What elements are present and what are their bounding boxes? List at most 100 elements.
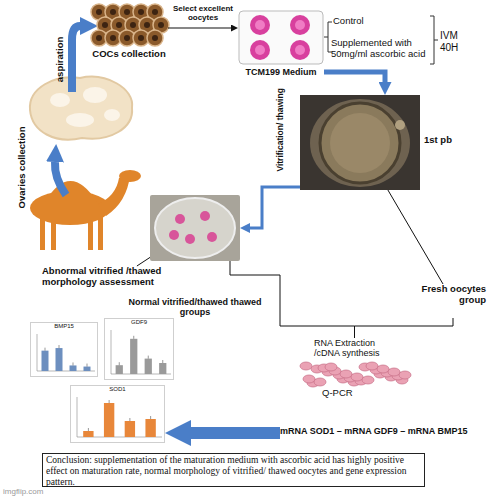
culture-plate-art: [238, 10, 324, 65]
bar-chart-art-part: [129, 418, 130, 421]
node-text: GDF9: [104, 319, 174, 326]
node-text: SOD1: [70, 386, 165, 393]
cocs-image-art-part: [152, 9, 158, 15]
bar-chart-art-part: [133, 336, 134, 339]
oocyte-image-art-part: [395, 120, 405, 130]
oocyte-image-art-part: [300, 95, 420, 190]
aspiration-arrow: [72, 26, 80, 92]
bar-chart-art-part: [42, 351, 49, 371]
bar-chart-art-part: [145, 359, 152, 374]
bar-chart-art-part: [150, 416, 151, 419]
cocs-image-art: [90, 4, 168, 48]
bar-chart-art-part: [73, 362, 74, 365]
bar-chart-art: [30, 322, 98, 377]
rna-step-art-part: [303, 375, 315, 383]
bar-chart-art-part: [119, 362, 120, 365]
connector-arrow: [324, 72, 385, 82]
edge-label: Vitrification/ thawing: [276, 78, 286, 182]
culture-plate-art-part: [290, 40, 310, 60]
ovary-follicle: [83, 87, 107, 103]
node-text: Conclusion: supplementation of the matur…: [46, 455, 421, 488]
node-text: Abnormal vitrified /thawed morphology as…: [42, 266, 192, 288]
label-box: Fresh oocytes group: [420, 284, 486, 318]
cocs-image-art-part: [96, 9, 102, 15]
bar-chart-art-part: [77, 397, 162, 437]
cocs-image-art-part: [152, 35, 158, 41]
cocs-image-art-part: [102, 22, 108, 28]
rna-step-art-part: [362, 376, 374, 384]
annotation-label: aspiration: [55, 30, 66, 90]
annotation-label: Ovaries collection: [17, 118, 28, 218]
ovary-tissue: [30, 77, 132, 140]
oocyte-image: 1st pb: [300, 95, 420, 190]
rna-step-art-part: [325, 363, 337, 371]
bar-chart: GDF9: [104, 318, 174, 380]
bar-chart-art-part: [145, 419, 155, 437]
bar-chart-art-part: [159, 363, 166, 374]
rna-step-art: [300, 362, 410, 386]
connector-arrow: [250, 187, 300, 228]
rna-step: RNA Extraction /cDNA synthesisQ-PCR: [292, 338, 417, 404]
bar-chart-art-part: [109, 400, 110, 403]
petri-dish-art-part: [155, 198, 235, 258]
connector-line: [230, 261, 355, 338]
oocyte-image-art-part: [330, 113, 390, 173]
cocs-image-art-part: [138, 9, 144, 15]
bar-chart-art-part: [84, 367, 91, 371]
connector-line: [137, 257, 150, 266]
culture-plate-art-part: [295, 20, 305, 30]
cocs-image-art-part: [124, 9, 130, 15]
rna-step-art-part: [366, 362, 378, 370]
cocs-image-art-part: [96, 35, 102, 41]
bar-chart-art-part: [104, 403, 114, 437]
bar-chart-art-part: [125, 421, 135, 437]
cocs-image-art-part: [144, 22, 150, 28]
node-text: Normal vitrified/thawed thawed groups: [125, 297, 265, 318]
cocs-image-art-part: [124, 35, 130, 41]
rna-step-art-part: [388, 368, 400, 376]
cocs-image-art-part: [158, 22, 164, 28]
bar-chart-art-part: [116, 365, 123, 374]
bar-chart-art-part: [105, 319, 174, 380]
bar-chart-art-part: [87, 364, 88, 367]
camel-hump: [45, 181, 97, 202]
bar-chart: SOD1: [70, 385, 165, 443]
ovary-follicle: [66, 113, 94, 127]
connector-line: [355, 318, 454, 338]
ovary-follicle: [50, 93, 70, 107]
camel-leg: [40, 214, 45, 250]
connector-line: [388, 190, 443, 284]
petri-dish-art: [150, 195, 240, 261]
camel-head: [119, 170, 141, 182]
node-text: mRNA SOD1 – mRNA GDF9 – mRNA BMP15: [280, 426, 490, 436]
rna-step-art-part: [351, 373, 363, 381]
culture-plate-art-part: [295, 45, 305, 55]
culture-plate-art-part: [239, 11, 323, 64]
petri-dish-art-part: [175, 214, 185, 224]
bar-chart-art-part: [71, 386, 165, 443]
petri-dish-art-part: [150, 195, 240, 261]
camel-leg: [51, 214, 56, 250]
gene-list: mRNA SOD1 – mRNA GDF9 – mRNA BMP15: [280, 426, 490, 440]
culture-plate-art-part: [250, 40, 270, 60]
rna-step-art-part: [399, 371, 411, 379]
bar-chart-art-part: [56, 348, 63, 371]
camel-illustration: [30, 170, 141, 250]
bar-chart-art-part: [88, 428, 89, 431]
bar-chart: BMP15: [30, 322, 98, 377]
oocyte-image-art-part: [310, 99, 410, 187]
node-text: BMP15: [30, 323, 98, 330]
annotation-label: IVM 40H: [440, 30, 466, 53]
cocs-image-art-part: [130, 22, 136, 28]
bar-chart-art-part: [111, 330, 171, 374]
ivm-bracket: [430, 16, 438, 64]
culture-plate-art-part: [255, 20, 265, 30]
petri-dish-art-part: [169, 230, 179, 240]
label-box: Abnormal vitrified /thawed morphology as…: [42, 266, 192, 292]
petri-dish-art-part: [185, 234, 195, 244]
culture-plate-art-part: [290, 15, 310, 35]
connector-arrow: [168, 27, 231, 28]
bar-chart-art-part: [37, 334, 95, 371]
treatment-bracket: [324, 22, 332, 52]
bar-chart-art-part: [162, 360, 163, 363]
